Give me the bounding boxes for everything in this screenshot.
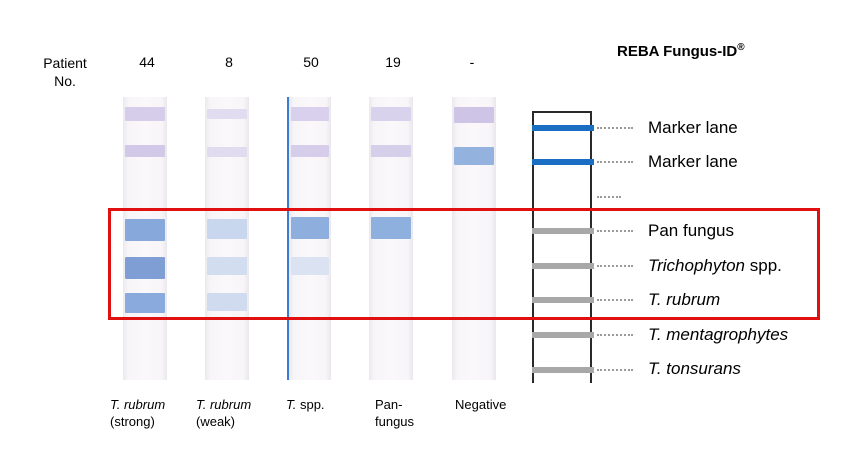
marker-band: [371, 107, 411, 121]
caption-line1: T. rubrum: [196, 397, 252, 412]
test-strip-8: [205, 97, 249, 380]
caption-line1: Pan-: [375, 397, 403, 412]
leader-line: [597, 230, 633, 232]
pan-fungus-band: [291, 217, 329, 239]
caption-line1-rest: spp.: [296, 397, 325, 412]
patient-number-8: 8: [225, 54, 233, 70]
legend-label-t-tonsurans: T. tonsurans: [648, 359, 741, 378]
strip-caption-44: T. rubrum (strong): [110, 396, 165, 430]
legend-label-trichophyton-rest: spp.: [745, 256, 782, 275]
pan-fungus-band: [125, 219, 165, 241]
strip-caption-8: T. rubrum (weak): [196, 396, 251, 430]
caption-line2: (weak): [196, 414, 236, 429]
legend-bar-pan-fungus: [532, 228, 594, 234]
legend-bar-t-rubrum: [532, 297, 594, 303]
strip-caption-negative: Negative: [455, 396, 506, 413]
marker-band: [454, 147, 494, 165]
marker-band: [291, 145, 329, 157]
legend-label-marker-1: Marker lane: [648, 118, 738, 137]
marker-band: [207, 109, 247, 119]
marker-band: [125, 145, 165, 157]
legend-label-t-rubrum: T. rubrum: [648, 290, 721, 309]
leader-line: [597, 196, 621, 198]
caption-line2: fungus: [375, 414, 415, 429]
trichophyton-band: [125, 257, 165, 279]
leader-line: [597, 265, 633, 267]
marker-band: [207, 147, 247, 157]
caption-line1: Negative: [455, 397, 507, 412]
caption-line1: T. rubrum: [110, 397, 166, 412]
trichophyton-band: [291, 257, 329, 275]
legend-label-trichophyton-italic: Trichophyton: [648, 256, 746, 275]
test-strip-50: [287, 97, 331, 380]
marker-band: [454, 107, 494, 123]
leader-line: [597, 334, 633, 336]
caption-line2: (strong): [110, 414, 155, 429]
patient-number-19: 19: [385, 54, 401, 70]
trichophyton-band: [207, 257, 247, 275]
legend-bar-marker-1: [532, 125, 594, 131]
patient-number-header: Patient No.: [30, 54, 100, 90]
kit-title: REBA Fungus-ID®: [617, 42, 745, 60]
pan-fungus-band: [371, 217, 411, 239]
patient-label-line1: Patient: [43, 55, 87, 71]
strip-caption-50: T. spp.: [286, 396, 325, 413]
legend-label-pan-fungus: Pan fungus: [648, 221, 735, 240]
leader-line: [597, 161, 633, 163]
highlight-box: [108, 208, 820, 320]
marker-band: [291, 107, 329, 121]
registered-mark: ®: [737, 42, 745, 53]
t-rubrum-band: [207, 293, 247, 311]
legend-bar-t-mentagrophytes: [532, 332, 594, 338]
pan-fungus-band: [207, 219, 247, 239]
caption-line1-italic: T.: [286, 397, 297, 412]
leader-line: [597, 127, 633, 129]
legend-bar-marker-2: [532, 159, 594, 165]
kit-title-text: REBA Fungus-ID: [617, 43, 738, 60]
patient-label-line2: No.: [54, 73, 76, 89]
test-strip-19: [369, 97, 413, 380]
leader-line: [597, 299, 633, 301]
t-rubrum-band: [125, 293, 165, 313]
strip-caption-19: Pan- fungus: [375, 396, 414, 430]
legend-label-t-mentagrophytes: T. mentagrophytes: [648, 325, 789, 344]
patient-number-negative: -: [469, 54, 475, 70]
legend-strip-schematic: [532, 111, 592, 383]
marker-band: [125, 107, 165, 121]
leader-line: [597, 369, 633, 371]
patient-number-50: 50: [303, 54, 319, 70]
patient-number-44: 44: [139, 54, 155, 70]
legend-bar-trichophyton: [532, 263, 594, 269]
legend-bar-t-tonsurans: [532, 367, 594, 373]
marker-band: [371, 145, 411, 157]
legend-label-trichophyton: Trichophyton spp.: [648, 256, 782, 276]
test-strip-44: [123, 97, 167, 380]
test-strip-negative: [452, 97, 496, 380]
legend-label-marker-2: Marker lane: [648, 152, 738, 171]
